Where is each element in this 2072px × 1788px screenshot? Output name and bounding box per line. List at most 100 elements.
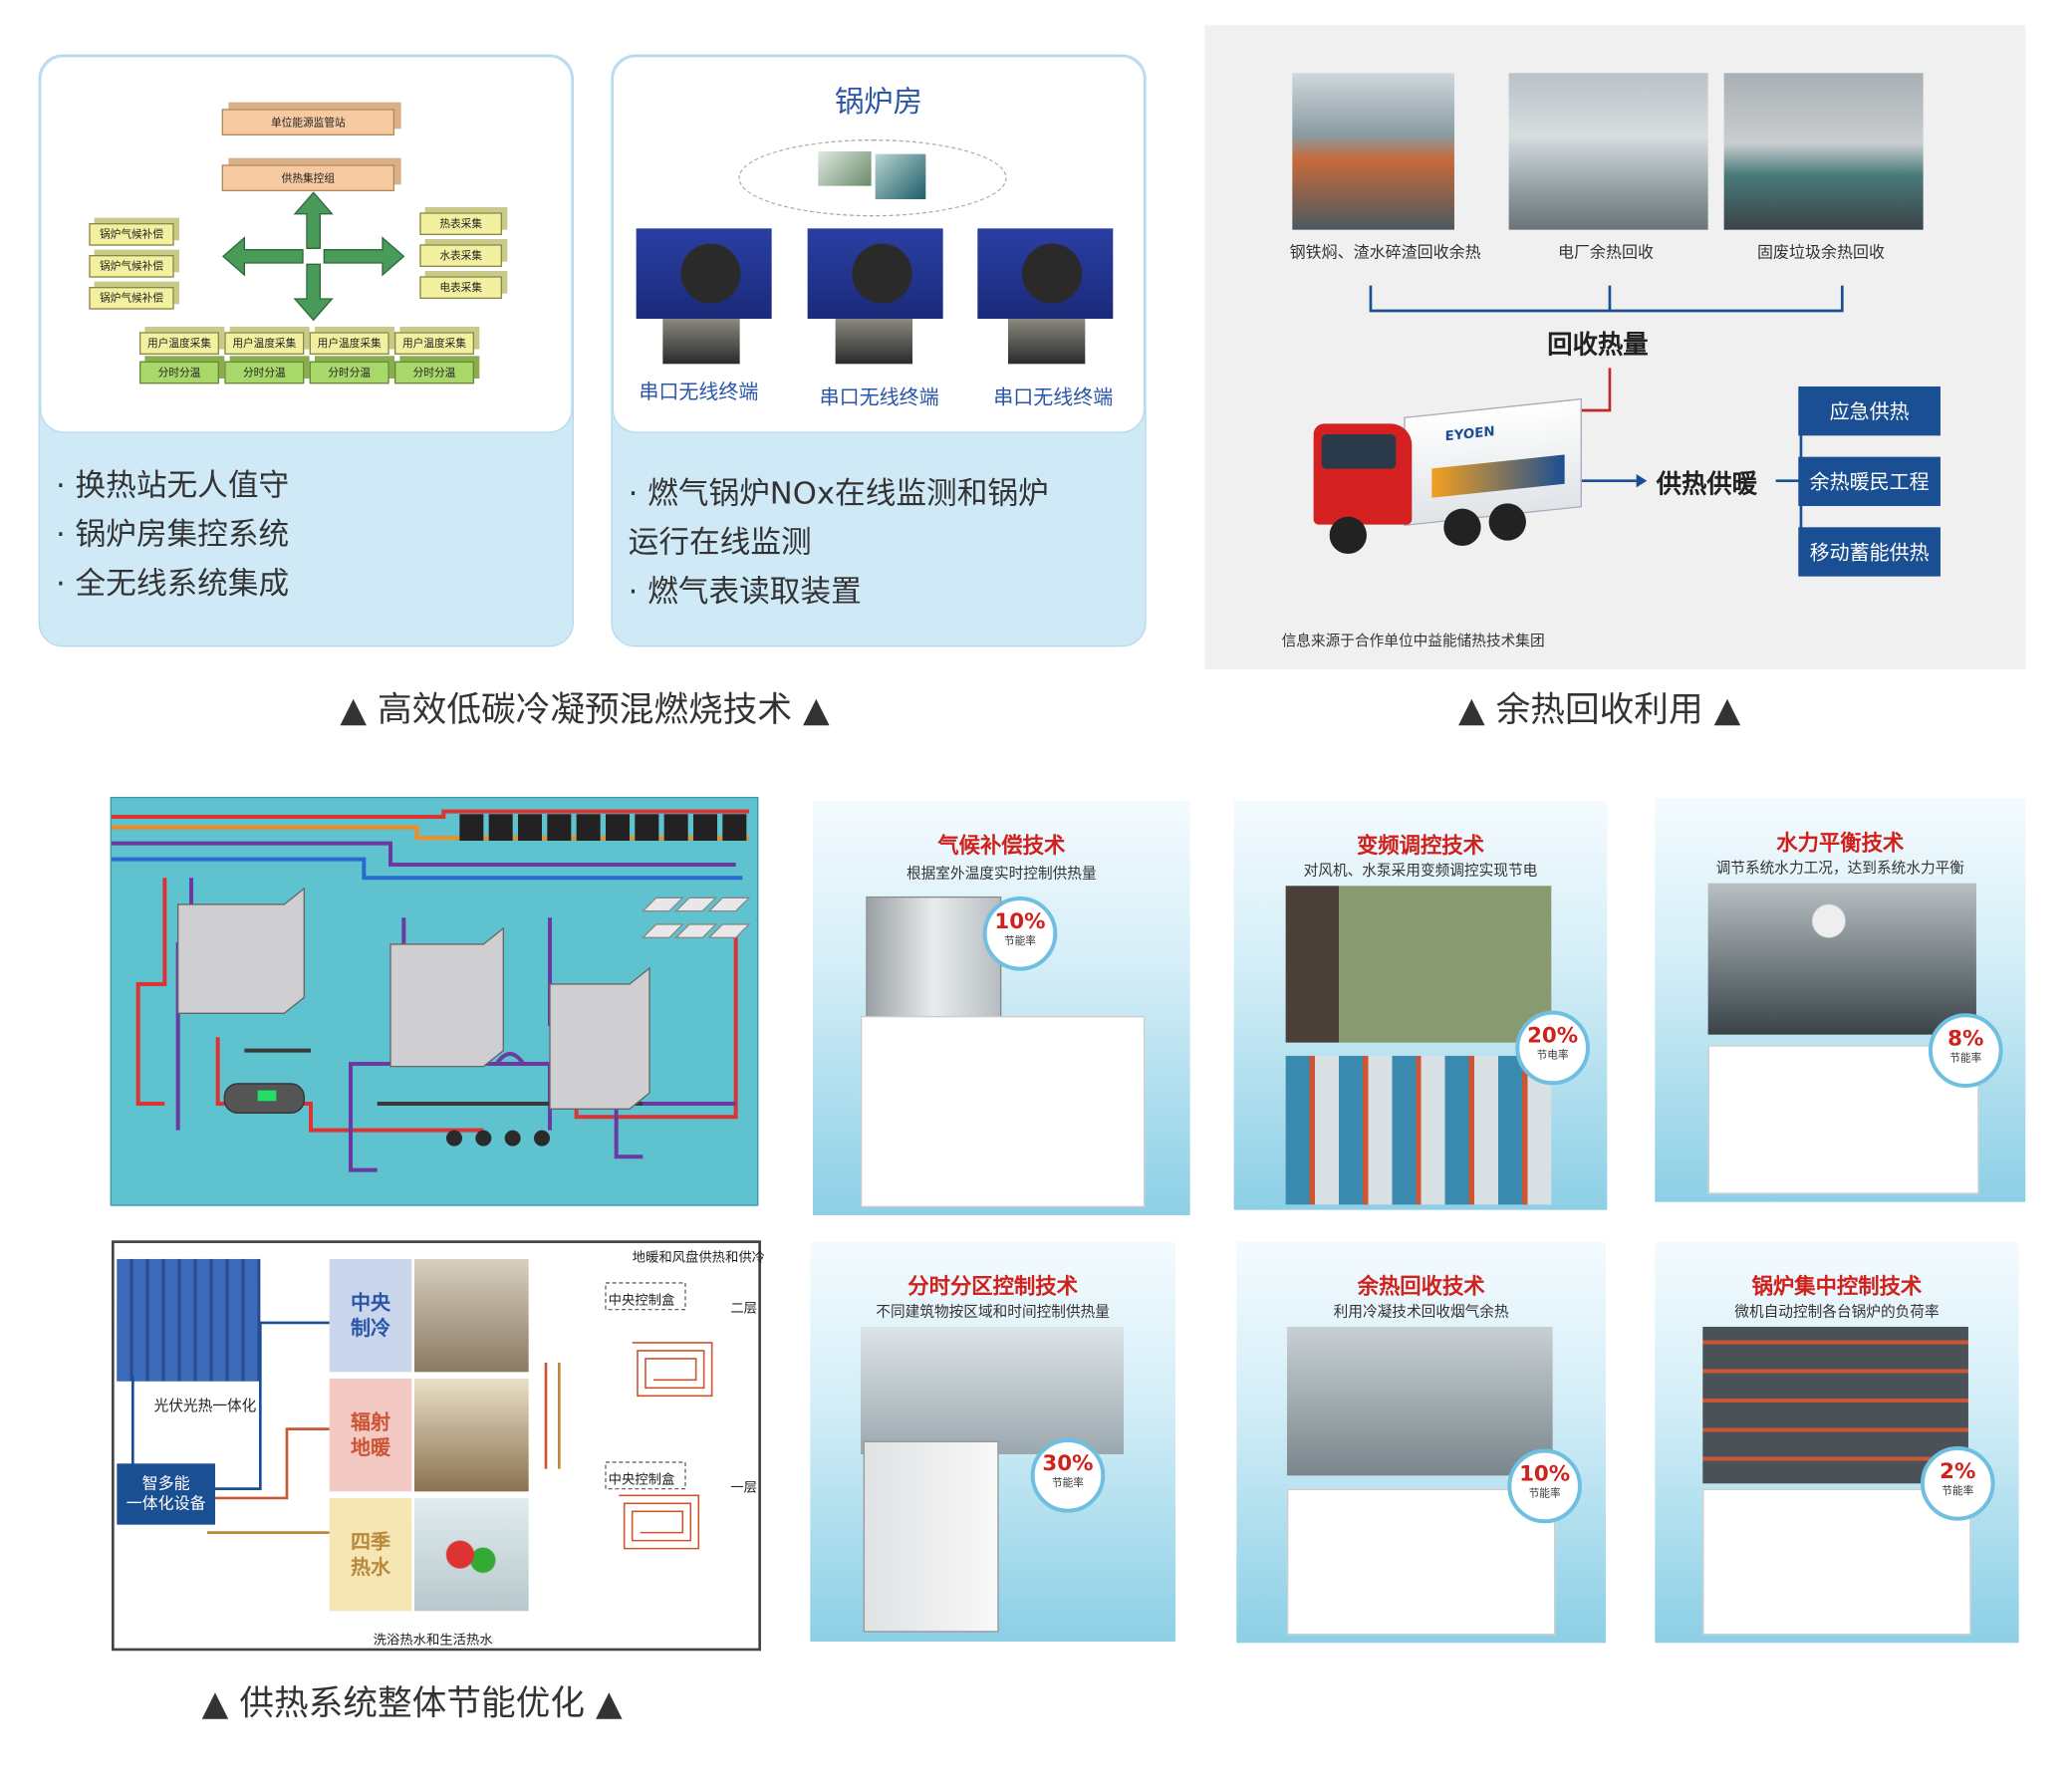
tile-title: 锅炉集中控制技术 (1751, 1273, 1923, 1299)
floor-heating-photo (413, 1378, 529, 1492)
hot-water-box: 四季 热水 (329, 1497, 412, 1612)
savings-percent: 10% (994, 907, 1046, 934)
savings-label: 节能率 (1528, 1487, 1561, 1500)
savings-percent: 30% (1042, 1449, 1094, 1476)
monitor-cloud (738, 138, 1007, 217)
heat-station-card: 单位能源监管站 供热集控组 锅炉气候补偿 锅炉气候补偿 锅炉气候补偿 热表采集 … (38, 54, 574, 647)
condenser-photo (1286, 1326, 1553, 1476)
waste-heat-project-box: 余热暖民工程 (1798, 456, 1941, 506)
control-arrows-icon (221, 191, 405, 322)
heat-meter-box: 热表采集 (419, 212, 502, 235)
tile-subtitle: 微机自动控制各台锅炉的负荷率 (1734, 1302, 1940, 1321)
time-temp-box-4: 分时分温 (393, 361, 474, 384)
burner-photo-1 (636, 228, 772, 319)
truck-wheel-3 (1488, 503, 1526, 541)
caption-system-optimization: ▲ 供热系统整体节能优化 ▲ (201, 1683, 623, 1724)
truck-window (1321, 433, 1397, 469)
vfd-cabinets-photo (1285, 886, 1552, 1043)
tile-climate-compensation: 气候补偿技术 根据室外温度实时控制供热量 10%节能率 (812, 800, 1190, 1215)
truck-wheel-2 (1443, 508, 1481, 546)
boiler-control-schematic (1702, 1488, 1971, 1636)
bullet-gas-meter: · 燃气表读取装置 (628, 575, 862, 610)
control-box-label-2: 中央控制盒 (608, 1472, 675, 1488)
truck-cab (1313, 423, 1413, 525)
system-connectors (130, 1282, 713, 1550)
bath-water-label: 洗浴热水和生活热水 (373, 1633, 493, 1649)
boiler-room-card: 锅炉房 串口无线终端 串口无线终端 串口无线终端 · 燃气锅炉NOx在线监测和锅… (611, 54, 1147, 647)
process-pipes (111, 809, 751, 1172)
tile-subtitle: 对风机、水泵采用变频调控实现节电 (1303, 862, 1538, 880)
living-room-photo (413, 1258, 529, 1373)
solar-panels-photo (117, 1258, 261, 1382)
heat-storage-truck: EYOEN (1311, 397, 1583, 572)
savings-label: 节能率 (1003, 934, 1036, 947)
emergency-heating-box: 应急供热 (1798, 385, 1941, 436)
savings-badge: 10%节能率 (982, 895, 1058, 971)
integrated-system-diagram: 光伏光热一体化 地暖和风盘供热和供冷 智多能 一体化设备 中央 制冷 辐射 (111, 1240, 765, 1652)
tile-subtitle: 根据室外温度实时控制供热量 (906, 864, 1097, 883)
bullet-boiler-control: · 锅炉房集控系统 (55, 517, 290, 553)
terminal-label-2: 串口无线终端 (819, 384, 939, 409)
heat-station-bullets: · 换热站无人值守 · 锅炉房集控系统 · 全无线系统集成 (56, 462, 289, 610)
truck-container: EYOEN (1404, 397, 1582, 527)
tile-boiler-central-control: 锅炉集中控制技术 微机自动控制各台锅炉的负荷率 2%节能率 (1655, 1241, 2019, 1644)
boiler-room-bullets: · 燃气锅炉NOx在线监测和锅炉 运行在线监测 · 燃气表读取装置 (629, 470, 1049, 618)
steel-plant-photo (1292, 73, 1454, 230)
tile-waste-heat-recovery: 余热回收技术 利用冷凝技术回收烟气余热 10%节能率 (1236, 1241, 1606, 1644)
floor-heating-label: 地暖和风盘供热和供冷 (632, 1250, 765, 1266)
truck-stripe (1431, 454, 1565, 498)
terminal-photo-3 (1007, 318, 1086, 365)
bullet-nox-cont: 运行在线监测 (628, 525, 812, 561)
heating-control-group-box: 供热集控组 (221, 164, 394, 191)
tile-title: 气候补偿技术 (937, 832, 1066, 859)
savings-percent: 8% (1947, 1025, 1984, 1051)
savings-percent: 10% (1519, 1460, 1571, 1486)
user-temp-box-1: 用户温度采集 (138, 332, 219, 355)
burner-photo-2 (807, 228, 943, 319)
tile-hydraulic-balance: 水力平衡技术 调节系统水力工况，达到系统水力平衡 8%节能率 (1655, 798, 2026, 1202)
source-note: 信息来源于合作单位中益能储热技术集团 (1281, 632, 1545, 649)
savings-badge: 2%节能率 (1920, 1445, 1995, 1521)
tile-title: 水力平衡技术 (1776, 830, 1905, 856)
caption-waste-heat: ▲ 余热回收利用 ▲ (1457, 690, 1741, 731)
vfd-wiring-photo (1285, 1055, 1552, 1205)
mobile-storage-box: 移动蓄能供热 (1798, 527, 1941, 577)
central-cooling-box: 中央 制冷 (329, 1258, 412, 1373)
pv-thermal-label: 光伏光热一体化 (153, 1397, 257, 1414)
savings-percent: 20% (1527, 1022, 1579, 1048)
climate-schematic (860, 1015, 1146, 1207)
boiler-compensation-box-2: 锅炉气候补偿 (89, 254, 174, 278)
user-temp-box-4: 用户温度采集 (393, 332, 474, 355)
savings-badge: 10%节能率 (1507, 1448, 1582, 1524)
tile-subtitle: 利用冷凝技术回收烟气余热 (1333, 1302, 1509, 1321)
caption-combustion: ▲ 高效低碳冷凝预混燃烧技术 ▲ (340, 690, 830, 731)
wall-controller-photo (860, 1326, 1124, 1454)
user-temp-box-2: 用户温度采集 (224, 332, 305, 355)
time-temp-box-1: 分时分温 (138, 361, 219, 384)
savings-label: 节能率 (1949, 1051, 1982, 1064)
tile-title: 变频调控技术 (1356, 832, 1484, 859)
terminal-photo-2 (835, 318, 912, 365)
time-temp-box-2: 分时分温 (224, 361, 305, 384)
tile-title: 分时分区控制技术 (907, 1273, 1078, 1299)
process-scada-diagram (110, 796, 759, 1206)
tile-subtitle: 不同建筑物按区域和时间控制供热量 (876, 1302, 1110, 1321)
burner-photo-3 (977, 228, 1114, 319)
recovered-heat-label: 回收热量 (1547, 330, 1649, 361)
control-box-label-1: 中央控制盒 (608, 1293, 675, 1309)
tile-title: 余热回收技术 (1357, 1273, 1485, 1299)
fruit-wash-photo (413, 1497, 529, 1612)
savings-badge: 30%节能率 (1030, 1437, 1106, 1513)
terminal-label-3: 串口无线终端 (993, 384, 1114, 409)
source-label-1: 钢铁焖、渣水碎渣回收余热 (1289, 242, 1481, 262)
monitor-photo-1 (818, 150, 872, 186)
smart-energy-device-box: 智多能 一体化设备 (117, 1463, 215, 1525)
tile-variable-frequency: 变频调控技术 对风机、水泵采用变频调控实现节电 20%节电率 (1233, 800, 1608, 1210)
bullet-unattended: · 换热站无人值守 (55, 468, 290, 504)
recovery-schematic (1286, 1488, 1556, 1636)
waste-heat-panel: 钢铁焖、渣水碎渣回收余热 电厂余热回收 固废垃圾余热回收 回收热量 供热供暖 应… (1204, 25, 2026, 669)
savings-percent: 2% (1940, 1457, 1976, 1484)
energy-station-box: 单位能源监管站 (221, 109, 394, 135)
bullet-nox: · 燃气锅炉NOx在线监测和锅炉 (628, 476, 1049, 512)
